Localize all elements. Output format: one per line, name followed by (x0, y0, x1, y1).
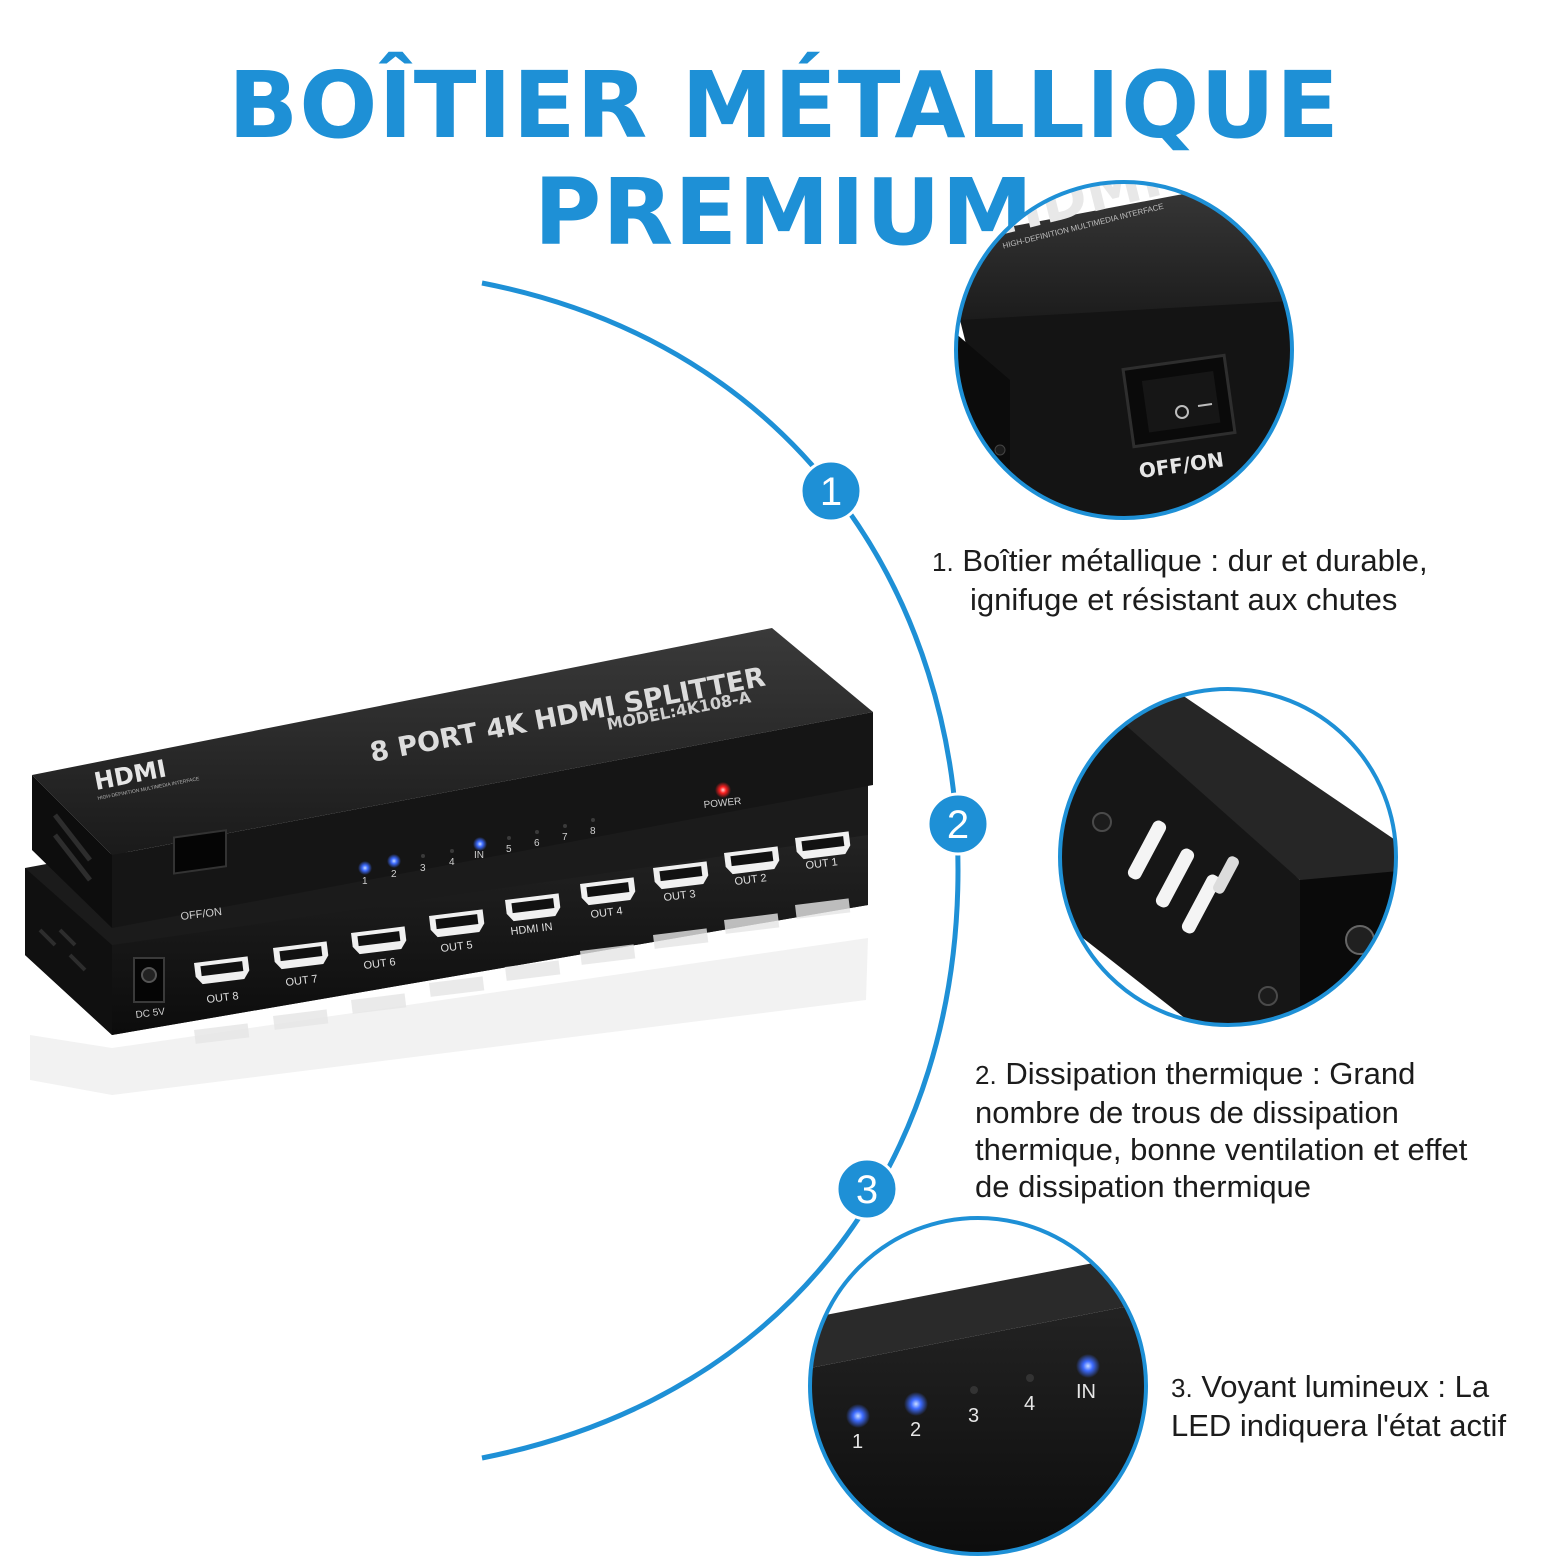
feature-1-line-1: 1. Boîtier métallique : dur et durable, (932, 543, 1428, 578)
device-led-label-3: 3 (420, 863, 426, 874)
connector-arc (481, 280, 961, 1461)
device-port-labels: OUT 8 OUT 7 OUT 6 OUT 5 HDMI IN OUT 4 OU… (206, 856, 838, 1006)
feature-3-line-2: LED indiquera l'état actif (1171, 1408, 1507, 1443)
marker-1: 1 (799, 459, 863, 523)
port-label-out7: OUT 7 (285, 973, 318, 989)
feature-1-number: 1. (932, 547, 954, 577)
port-label-out2: OUT 2 (734, 872, 767, 888)
zoom-circle-vents (1058, 687, 1398, 1027)
marker-2-label: 2 (947, 803, 969, 847)
zoom3-led-label-1: 1 (852, 1431, 863, 1453)
feature-2-line-4: de dissipation thermique (975, 1169, 1312, 1204)
marker-3-label: 3 (856, 1168, 878, 1212)
port-label-out4: OUT 4 (590, 905, 623, 921)
marker-3: 3 (835, 1157, 899, 1221)
device-led-label-6: 6 (534, 838, 540, 849)
feature-2-line-3: thermique, bonne ventilation et effet (975, 1132, 1468, 1167)
feature-2: 2. Dissipation thermique : Grand nombre … (975, 1055, 1565, 1205)
device-led-label-2: 2 (391, 869, 397, 880)
port-label-out3: OUT 3 (663, 888, 696, 904)
marker-2: 2 (926, 792, 990, 856)
feature-3: 3. Voyant lumineux : La LED indiquera l'… (1171, 1368, 1566, 1444)
device-switch-label: OFF/ON (180, 906, 223, 923)
zoom3-led-label-4: 4 (1024, 1393, 1035, 1415)
device-hdmi-ports (194, 831, 851, 985)
device-power-switch (173, 829, 227, 875)
feature-3-number: 3. (1171, 1373, 1193, 1403)
port-label-out5: OUT 5 (440, 939, 473, 955)
hdmi-splitter-device: HDMI HIGH-DEFINITION MULTIMEDIA INTERFAC… (25, 628, 873, 1095)
marker-1-label: 1 (820, 470, 842, 514)
device-led-label-4: 4 (449, 857, 455, 868)
device-led-row: 1 2 3 4 IN 5 6 7 8 (358, 818, 596, 887)
device-power-label: POWER (703, 796, 742, 811)
device-led-label-8: 8 (590, 826, 596, 837)
zoom3-led-label-2: 2 (910, 1419, 921, 1441)
port-label-out8: OUT 8 (206, 990, 239, 1006)
feature-2-number: 2. (975, 1060, 997, 1090)
port-label-out1: OUT 1 (805, 856, 838, 872)
device-led-label-in: IN (474, 850, 484, 861)
device-dc-label: DC 5V (135, 1006, 166, 1021)
device-led-label-7: 7 (562, 832, 568, 843)
page-title: BOÎTIER MÉTALLIQUE PREMIUM (228, 52, 1340, 266)
device-led-label-1: 1 (362, 876, 368, 887)
zoom-circle-switch: HDMI HIGH-DEFINITION MULTIMEDIA INTERFAC… (954, 180, 1294, 520)
feature-3-line-1: 3. Voyant lumineux : La (1171, 1369, 1490, 1404)
zoom3-led-label-in: IN (1076, 1381, 1096, 1403)
feature-2-line-1: 2. Dissipation thermique : Grand (975, 1056, 1416, 1091)
feature-1: 1. Boîtier métallique : dur et durable, … (932, 542, 1552, 618)
zoom3-led-label-3: 3 (968, 1405, 979, 1427)
feature-2-line-2: nombre de trous de dissipation (975, 1095, 1399, 1130)
zoom-circle-leds: 1 2 3 4 IN (808, 1216, 1148, 1556)
device-led-label-5: 5 (506, 844, 512, 855)
feature-1-line-2: ignifuge et résistant aux chutes (970, 582, 1398, 617)
port-label-out6: OUT 6 (363, 956, 396, 972)
port-label-hdmi-in: HDMI IN (510, 921, 553, 938)
